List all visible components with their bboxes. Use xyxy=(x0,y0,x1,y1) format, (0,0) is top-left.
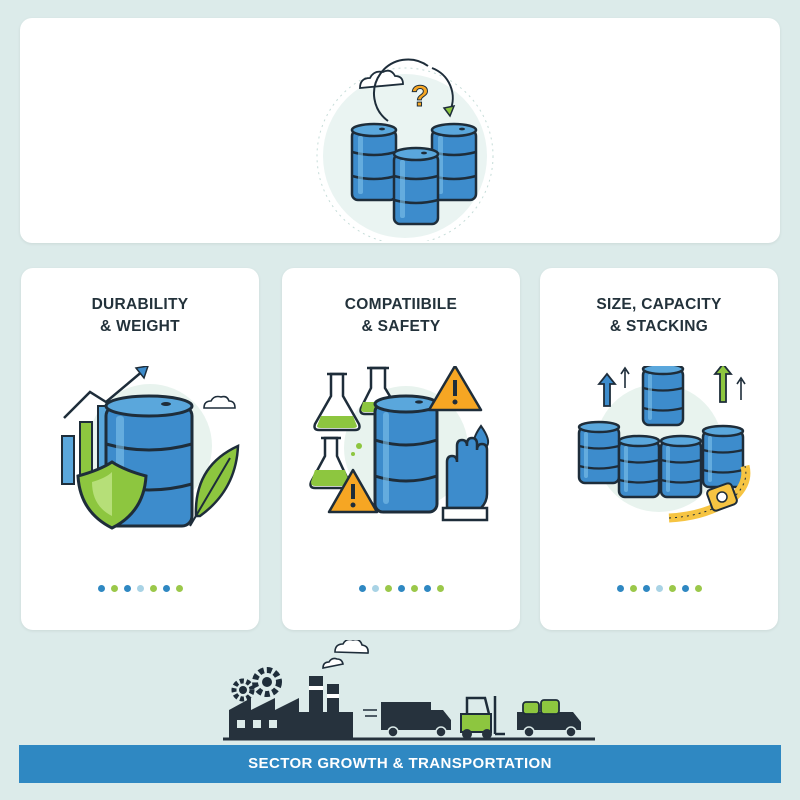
measuring-tape-icon xyxy=(668,464,751,523)
warning-icon xyxy=(427,366,483,412)
dot xyxy=(694,585,702,592)
cloud-icon xyxy=(203,395,236,409)
dot xyxy=(629,585,637,592)
dot xyxy=(668,585,676,592)
barrel-icon xyxy=(641,366,685,427)
sector-banner: SECTOR GROWTH & TRANSPORTATION xyxy=(19,745,781,783)
dot xyxy=(410,585,418,592)
question-mark-icon: ? xyxy=(411,80,429,113)
card-title: COMPATIIBILE & SAFETY xyxy=(344,296,458,335)
dot xyxy=(371,585,379,592)
stacking-illustration xyxy=(577,366,751,523)
dot xyxy=(655,585,663,592)
gear-icon xyxy=(231,678,255,702)
dot xyxy=(358,585,366,592)
banner-label: SECTOR GROWTH & TRANSPORTATION xyxy=(248,755,552,772)
dot xyxy=(136,585,144,592)
tanker-truck-icon xyxy=(517,699,581,738)
dot xyxy=(175,585,183,592)
barrel-icon xyxy=(392,146,440,226)
barrel-icon xyxy=(659,434,703,499)
card-size-capacity-stacking: SIZE, CAPACITY & STACKING xyxy=(540,268,778,630)
dot xyxy=(123,585,131,592)
industry-transport-scene xyxy=(223,640,595,741)
dot xyxy=(149,585,157,592)
truck-icon xyxy=(363,702,451,738)
dot xyxy=(110,585,118,592)
hero-panel: ? xyxy=(20,18,780,243)
safety-illustration xyxy=(309,366,490,522)
glove-icon xyxy=(441,436,489,522)
durability-illustration xyxy=(61,366,240,530)
arrow-up-icon xyxy=(597,372,617,407)
dots-row xyxy=(282,585,520,592)
arrow-up-icon xyxy=(713,366,733,403)
cycle-arrow-icon xyxy=(373,58,456,122)
dot xyxy=(397,585,405,592)
dots-row xyxy=(21,585,259,592)
dots-row xyxy=(540,585,778,592)
dot xyxy=(162,585,170,592)
dot xyxy=(423,585,431,592)
card-title: DURABILITY & WEIGHT xyxy=(91,296,189,335)
dot xyxy=(616,585,624,592)
hero-barrels-illustration: ? xyxy=(316,58,494,241)
barrel-icon xyxy=(350,122,398,202)
dot xyxy=(436,585,444,592)
arrow-up-icon xyxy=(620,366,630,388)
feather-icon xyxy=(189,444,240,527)
warning-icon xyxy=(327,468,379,514)
gear-icon xyxy=(252,667,282,697)
dot xyxy=(97,585,105,592)
barrel-icon xyxy=(577,420,621,485)
shield-icon xyxy=(76,460,148,530)
trend-arrow-icon xyxy=(63,366,149,419)
dot xyxy=(681,585,689,592)
smoke-icon xyxy=(322,640,369,669)
barrel-icon xyxy=(701,424,745,489)
card-title: SIZE, CAPACITY & STACKING xyxy=(596,296,722,335)
barrel-icon xyxy=(373,394,439,514)
card-compatibility-safety: COMPATIIBILE & SAFETY xyxy=(282,268,520,630)
arrow-up-icon xyxy=(736,376,746,400)
dot xyxy=(642,585,650,592)
flask-icon xyxy=(313,372,361,432)
dot xyxy=(384,585,392,592)
flask-icon xyxy=(309,436,351,490)
forklift-icon xyxy=(460,696,505,739)
card-durability-weight: DURABILITY & WEIGHT xyxy=(21,268,259,630)
factory-icon xyxy=(229,676,353,738)
cloud-icon xyxy=(359,69,404,89)
barrel-icon xyxy=(617,434,661,499)
